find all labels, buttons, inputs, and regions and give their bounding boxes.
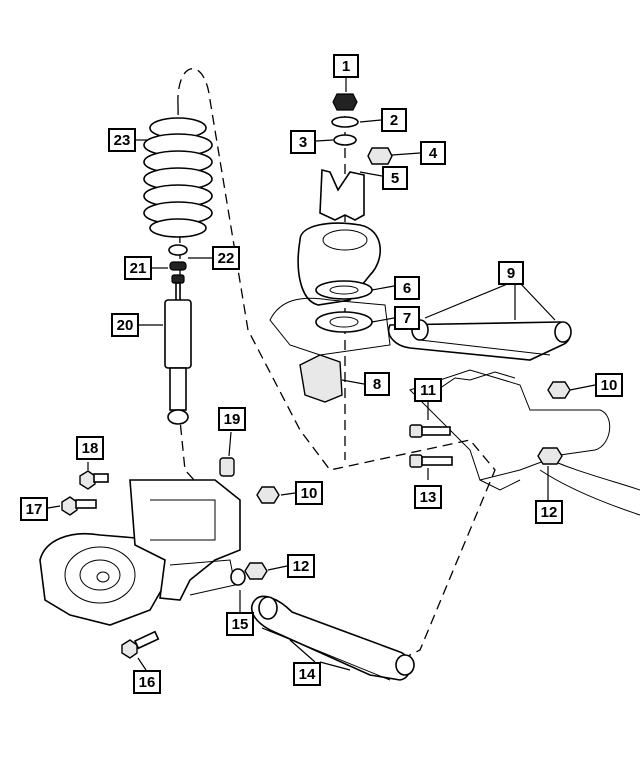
- callout-5: 5: [382, 166, 408, 190]
- callout-8: 8: [364, 372, 390, 396]
- callout-1: 1: [333, 54, 359, 78]
- shock-top-mount-hardware: [331, 93, 393, 165]
- dashed-assembly-loop: [177, 68, 496, 661]
- nut-12-right: [537, 447, 563, 465]
- bolt-11: [409, 424, 451, 438]
- spring-isolator-lower: [315, 311, 373, 333]
- nut-10-right: [547, 381, 571, 399]
- callout-2: 2: [381, 108, 407, 132]
- nut-12-left: [244, 562, 268, 580]
- nut-10-left: [256, 486, 280, 504]
- callout-23: 23: [108, 128, 136, 152]
- shock-absorber: [164, 244, 192, 425]
- callout-11: 11: [414, 378, 442, 402]
- callout-7: 7: [394, 306, 420, 330]
- spring-isolator-lower-hole: [329, 316, 359, 328]
- coil-spring: [143, 117, 213, 238]
- callout-6: 6: [394, 276, 420, 300]
- spring-isolator-upper: [315, 280, 373, 300]
- bolt-17: [61, 496, 97, 516]
- callout-3: 3: [290, 130, 316, 154]
- callout-18: 18: [76, 436, 104, 460]
- lower-control-arm: [251, 595, 415, 681]
- callout-10-left: 10: [295, 481, 323, 505]
- bolt-16: [121, 630, 160, 659]
- callout-20: 20: [111, 313, 139, 337]
- washer-12-left: [230, 568, 246, 586]
- callout-19: 19: [218, 407, 246, 431]
- callout-22: 22: [212, 246, 240, 270]
- callout-14: 14: [293, 662, 321, 686]
- bolt-13: [409, 454, 453, 468]
- callout-9: 9: [498, 261, 524, 285]
- callout-13: 13: [414, 485, 442, 509]
- callout-12-right: 12: [535, 500, 563, 524]
- callout-4: 4: [420, 141, 446, 165]
- axle-housing: [39, 479, 241, 626]
- callout-17: 17: [20, 497, 48, 521]
- jounce-bumper: [299, 354, 343, 403]
- leader-lines: [47, 78, 596, 671]
- spring-isolator-upper-hole: [329, 285, 359, 295]
- bushing-19: [219, 457, 235, 477]
- bolt-18: [79, 470, 109, 490]
- callout-15: 15: [226, 612, 254, 636]
- callout-16: 16: [133, 670, 161, 694]
- upper-control-arm: [388, 319, 572, 361]
- callout-21: 21: [124, 256, 152, 280]
- callout-10-right: 10: [595, 373, 623, 397]
- callout-12-left: 12: [287, 554, 315, 578]
